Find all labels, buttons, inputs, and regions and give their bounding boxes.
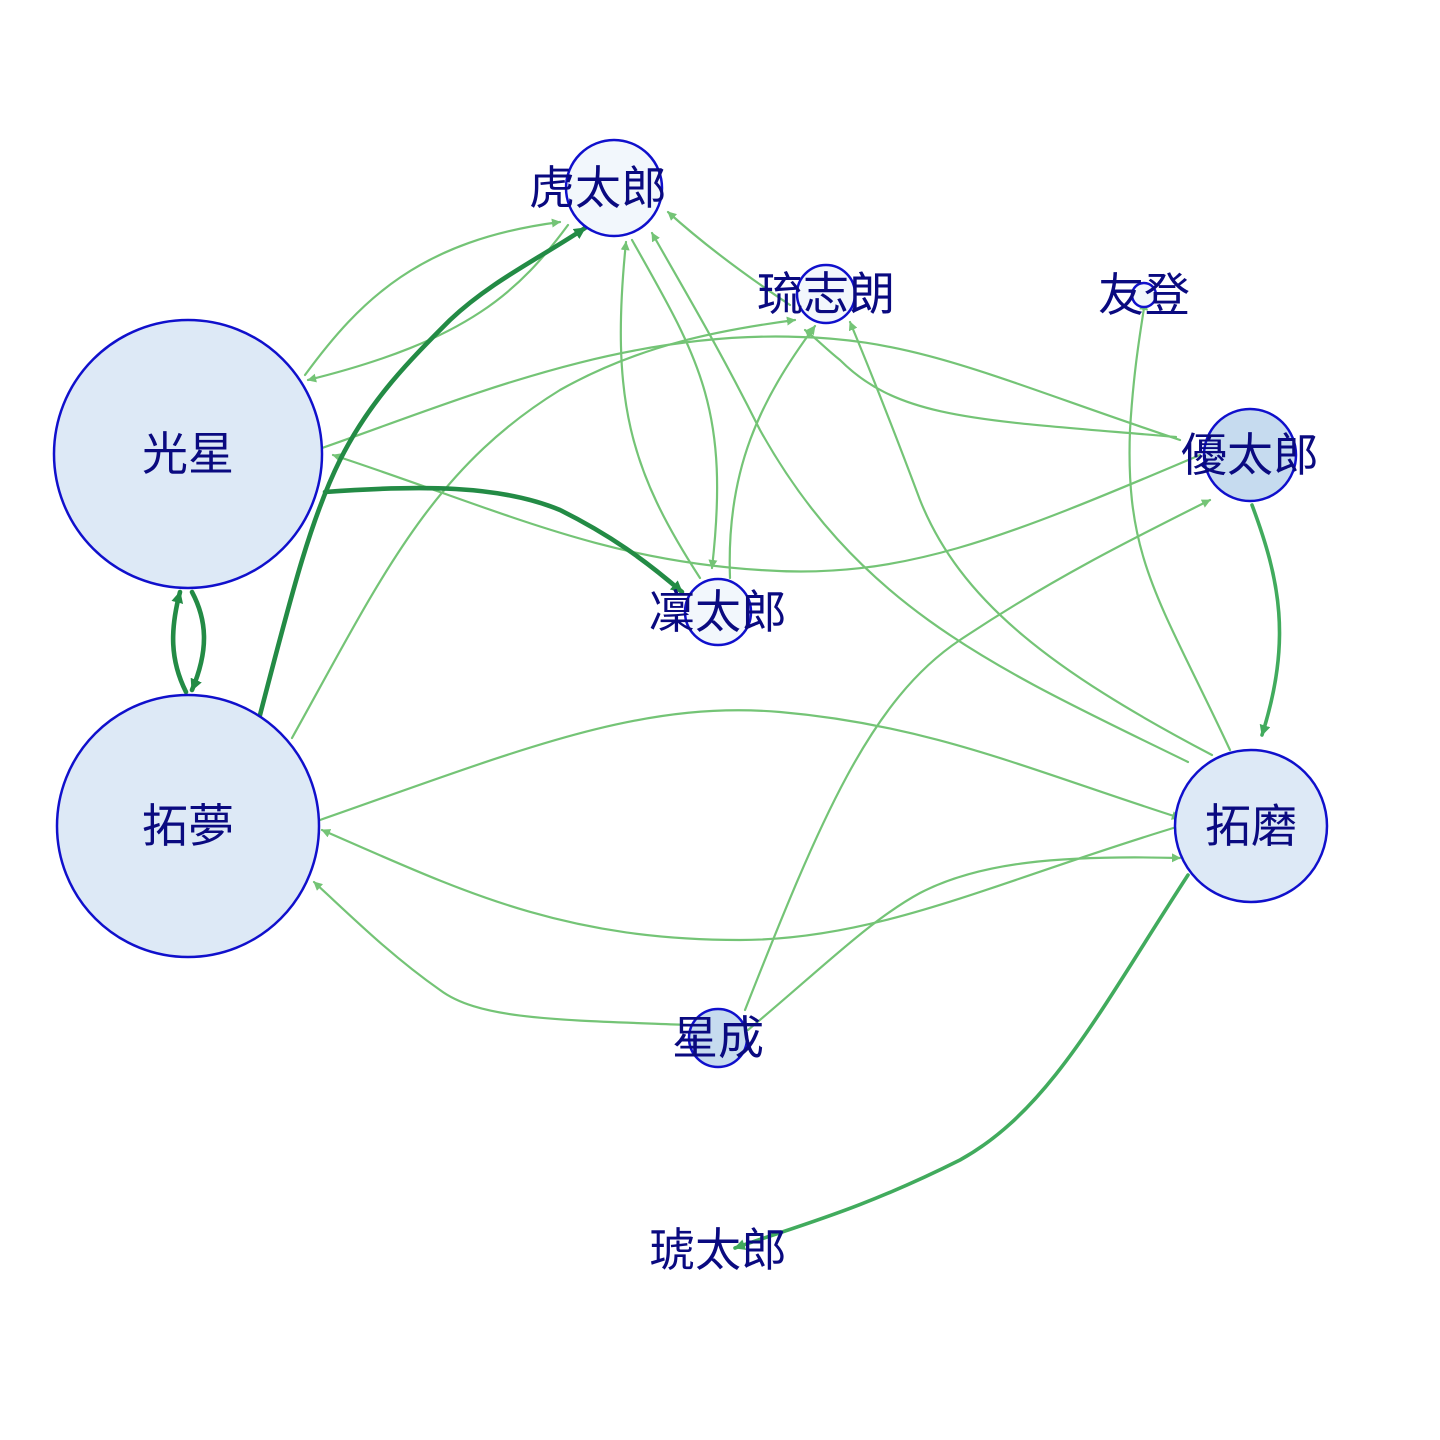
edge-kotaro-rintaro xyxy=(630,238,719,570)
edge-yutaro-kosei xyxy=(331,453,1202,573)
node-kosei[interactable]: 光星 xyxy=(52,318,324,590)
edge-takumu-kosei xyxy=(170,589,189,695)
node-yutaro[interactable]: 優太郎 xyxy=(1181,407,1319,503)
edge-takumu-ryushiro xyxy=(290,316,797,740)
node-label: 友登 xyxy=(1098,268,1190,322)
edge-rintaro-ryushiro xyxy=(728,324,817,580)
edge-seisei-takuma xyxy=(746,853,1182,1032)
node-label: 拓夢 xyxy=(142,799,234,853)
node-ryushiro[interactable]: 琉志朗 xyxy=(757,263,895,325)
node-takuma[interactable]: 拓磨 xyxy=(1173,748,1329,904)
edge-ryushiro-kotaro xyxy=(666,210,792,307)
node-rintaro[interactable]: 凜太郎 xyxy=(649,577,787,647)
edge-kosei-takumu xyxy=(189,589,207,693)
edges-layer xyxy=(170,210,1282,1250)
node-label: 拓磨 xyxy=(1205,799,1297,853)
node-label: 優太郎 xyxy=(1181,428,1319,482)
edge-takuma-yuto xyxy=(1128,300,1232,752)
edge-takuma-takumu xyxy=(320,824,1182,942)
edge-ryushiro-kosei xyxy=(320,335,1182,450)
edge-takumu-kotaro xyxy=(257,225,588,718)
node-label: 虎太郎 xyxy=(529,161,667,215)
edge-yutaro-takuma xyxy=(1250,503,1282,737)
edge-kosei-rintaro xyxy=(322,485,685,595)
edge-rintaro-kotaro xyxy=(619,240,702,580)
node-label: 凜太郎 xyxy=(649,585,787,639)
node-kotaro2[interactable]: 琥太郎 xyxy=(649,1223,787,1277)
edge-seisei-takumu xyxy=(312,880,692,1027)
node-seisei[interactable]: 星成 xyxy=(672,1007,764,1069)
edge-kosei-kotaro xyxy=(303,218,562,377)
edge-kotaro-kosei xyxy=(306,223,570,383)
node-label: 琉志朗 xyxy=(757,267,895,321)
edge-takuma-kotaro xyxy=(650,231,1190,764)
node-yuto[interactable]: 友登 xyxy=(1098,268,1190,322)
node-label: 琥太郎 xyxy=(649,1223,787,1277)
node-label: 星成 xyxy=(672,1011,764,1065)
nodes-layer: 虎太郎 琉志朗 友登 光星 優太郎 凜太郎 拓夢 拓磨 xyxy=(52,138,1329,1277)
edge-takuma-ryushiro xyxy=(848,320,1214,757)
edge-takumu-takuma xyxy=(318,709,1182,822)
node-label: 光星 xyxy=(142,427,234,481)
edge-takuma-kotaro2 xyxy=(733,873,1190,1250)
node-takumu[interactable]: 拓夢 xyxy=(55,693,321,959)
node-kotaro[interactable]: 虎太郎 xyxy=(529,138,667,238)
edge-yutaro-ryushiro xyxy=(803,328,1178,439)
edge-seisei-yutaro xyxy=(743,498,1212,1012)
